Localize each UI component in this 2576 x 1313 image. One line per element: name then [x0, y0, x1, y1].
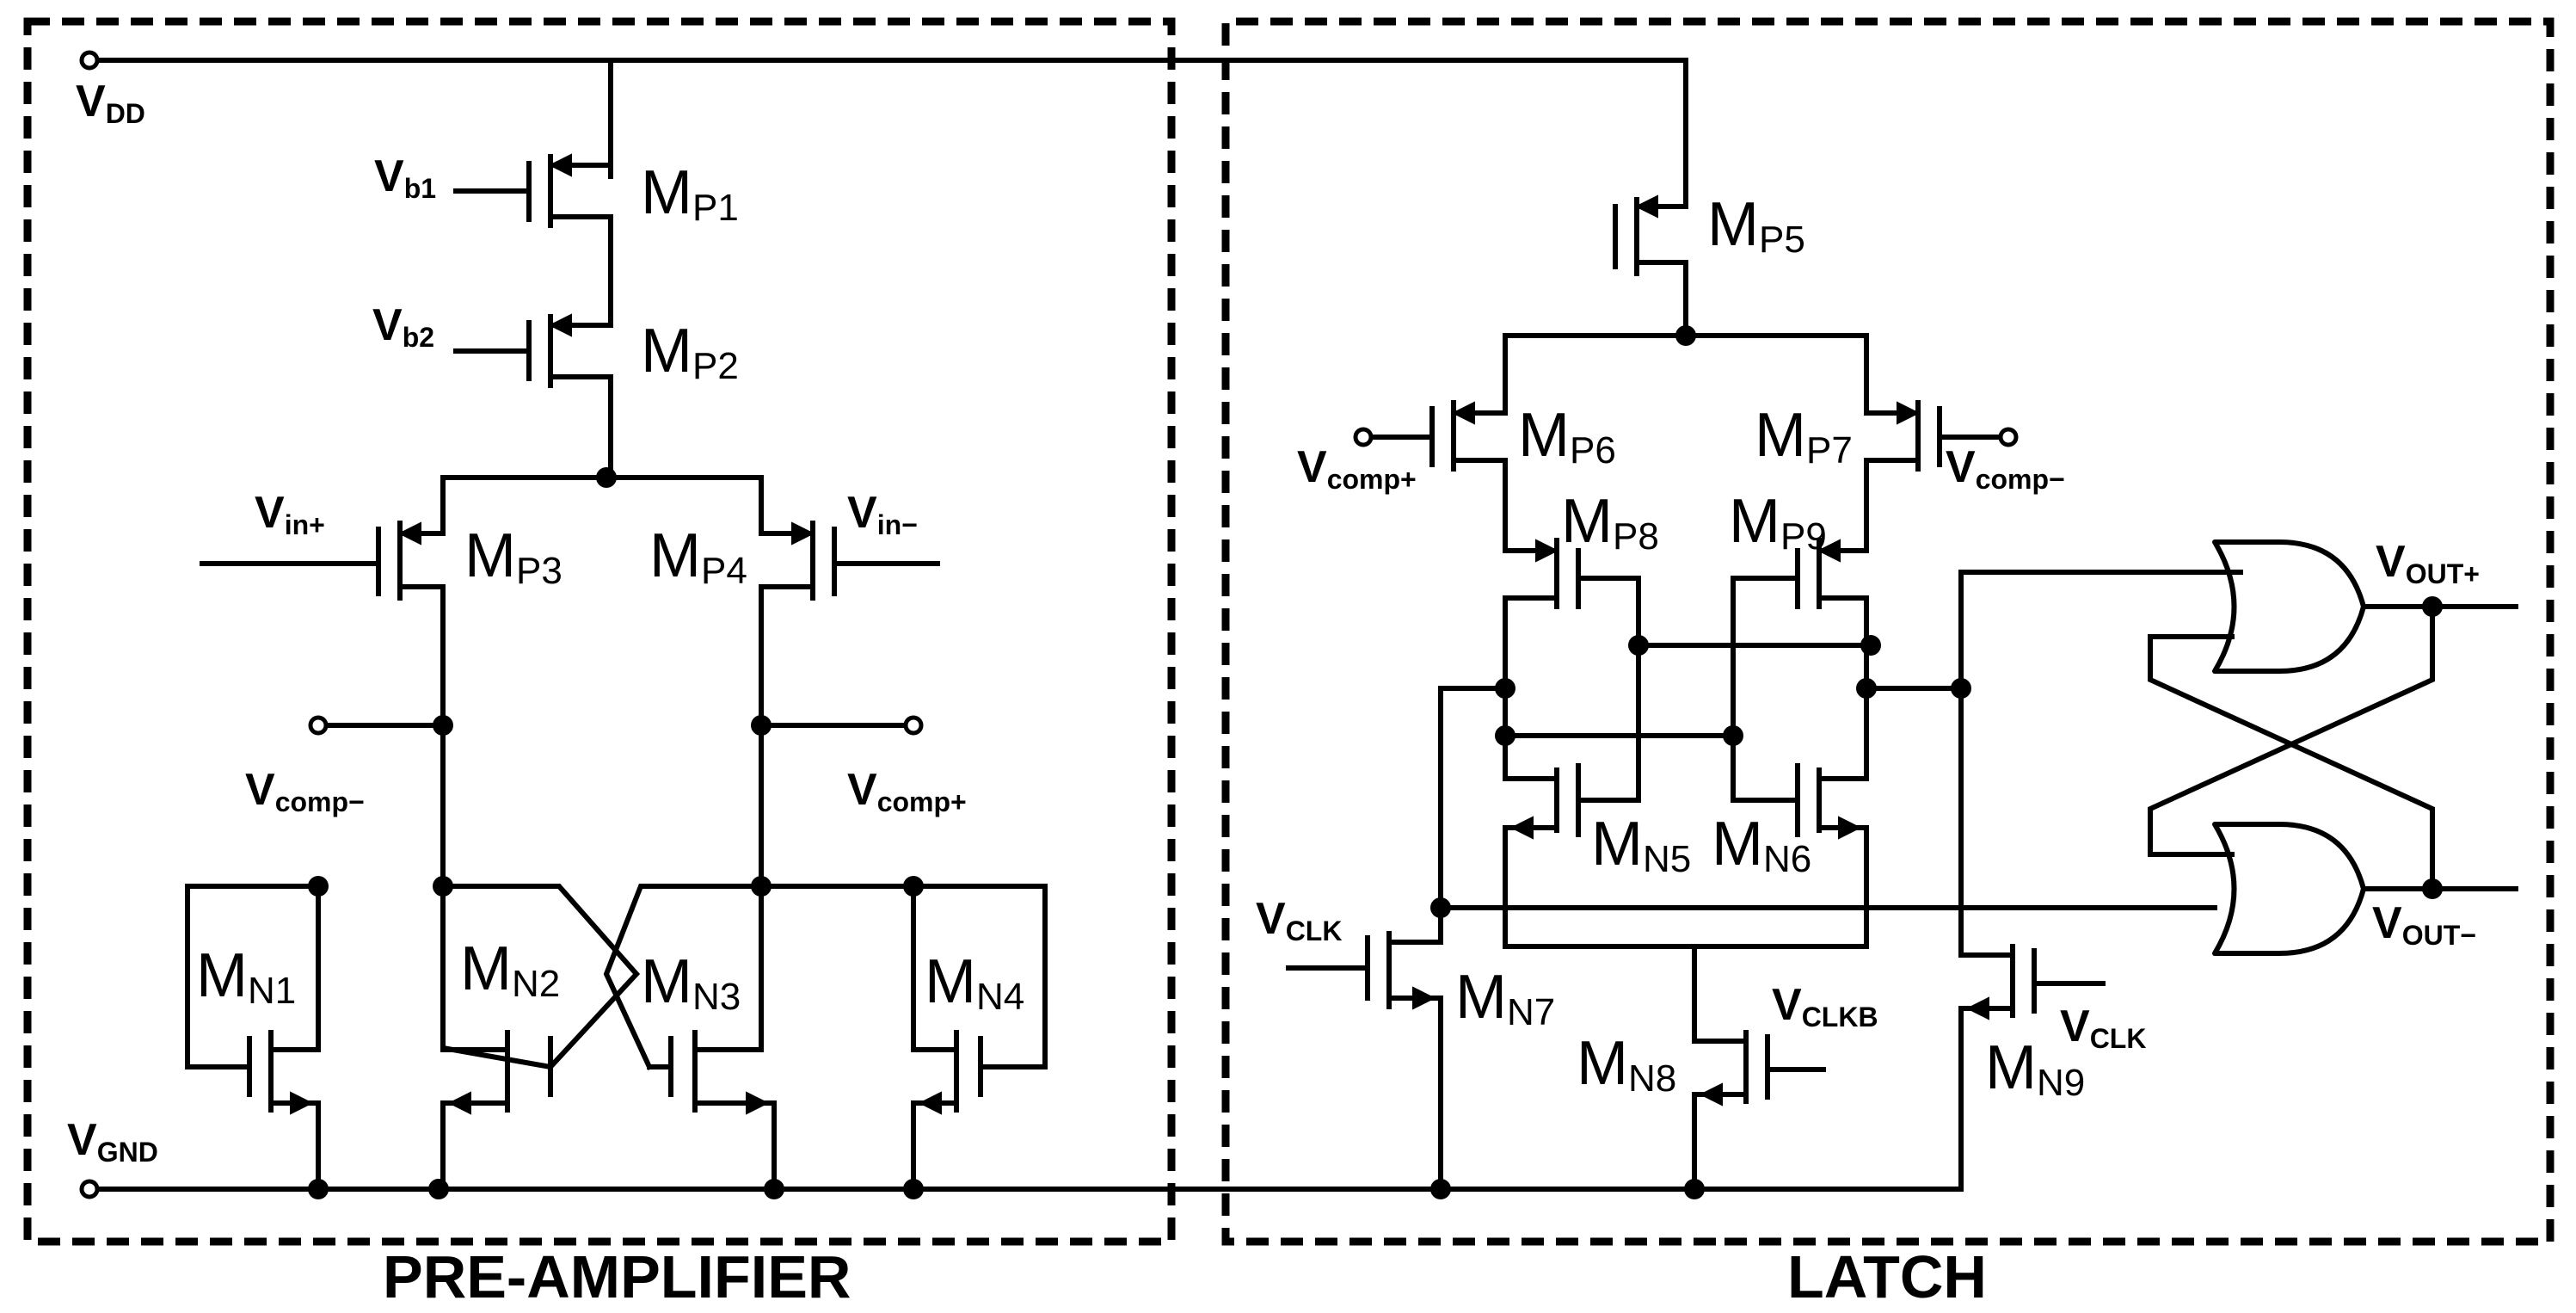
vdd-label: VDD — [76, 77, 145, 129]
vout-plus-node — [2422, 596, 2443, 617]
mn8-transistor — [1692, 944, 1826, 1192]
mn6-label: MN6 — [1712, 810, 1811, 880]
latch-node-e — [1951, 678, 1971, 699]
mp8-transistor — [1503, 538, 1641, 781]
mn7-transistor — [1286, 905, 1443, 1192]
gnd-node-5 — [1430, 1179, 1451, 1199]
mp7-label: MP7 — [1755, 401, 1853, 472]
vdd-pin — [79, 50, 100, 71]
vcomp-minus-pre-label: Vcomp− — [245, 765, 365, 817]
sr-feedback-wires — [2148, 604, 2518, 891]
latch-top-node — [1675, 325, 1696, 346]
vout-minus-label: VOUT− — [2372, 898, 2476, 951]
or-gate-bottom — [2212, 822, 2366, 956]
vb2-label: Vb2 — [372, 300, 434, 353]
vcomp-plus-pre-label: Vcomp+ — [847, 765, 967, 817]
vcomp-minus-pin — [308, 715, 329, 736]
pre-amplifier-box — [23, 17, 1176, 1246]
mn2-drain-node — [433, 876, 453, 897]
nmos-load-wires — [185, 884, 1048, 1071]
mn4-drain-node — [903, 876, 924, 897]
or-gate-top — [2212, 539, 2366, 674]
latch-box — [1221, 17, 2554, 1246]
latch-cross-wires — [1438, 570, 2243, 958]
mp9-label: MP9 — [1729, 487, 1827, 558]
pre-amplifier-title: PRE-AMPLIFIER — [383, 1243, 851, 1310]
mp1-transistor — [453, 153, 613, 299]
mn5-label: MN5 — [1591, 810, 1691, 880]
mp2-transistor — [453, 294, 613, 480]
mp2-label: MP2 — [641, 317, 739, 387]
vgnd-label: VGND — [67, 1115, 158, 1168]
mp6-gate-pin — [1353, 427, 1374, 447]
mn3-drain-node — [751, 876, 772, 897]
vcomp-plus-pin — [903, 715, 924, 736]
mp6-transistor — [1361, 333, 1559, 553]
latch-title: LATCH — [1787, 1243, 1987, 1310]
latch-node-c — [1495, 678, 1515, 699]
mp5-label: MP5 — [1707, 190, 1805, 261]
mn5-transistor — [1503, 643, 1641, 949]
latch-node-d — [1856, 678, 1877, 699]
mn9-transistor — [1958, 944, 2106, 1192]
vgnd-pin — [79, 1179, 100, 1199]
vout-minus-node — [2422, 878, 2443, 899]
vcomp-minus-node — [433, 715, 453, 736]
vcomp-plus-latch-label: Vcomp+ — [1297, 442, 1417, 495]
mn3-label: MN3 — [641, 947, 741, 1018]
mn6-transistor — [1731, 733, 1869, 949]
mn9-label: MN9 — [1985, 1033, 2085, 1104]
mp5-transistor — [1613, 194, 1688, 338]
mn1-drain-node — [308, 876, 329, 897]
mp3-transistor — [200, 475, 446, 889]
mp7-gate-pin — [1998, 427, 2019, 447]
gnd-node-6 — [1684, 1179, 1705, 1199]
vin-minus-label: Vin− — [847, 488, 918, 540]
mp4-transistor — [759, 475, 940, 889]
mp8-label: MP8 — [1561, 487, 1659, 558]
preamp-tail-node — [596, 467, 617, 488]
latch-node-b — [1860, 635, 1881, 656]
vdd-rail — [87, 58, 1688, 205]
vcomp-minus-latch-label: Vcomp− — [1946, 442, 2065, 495]
gnd-node-3 — [764, 1179, 784, 1199]
latch-node-f — [1495, 725, 1515, 746]
mp1-label: MP1 — [641, 158, 739, 229]
mn8-label: MN8 — [1577, 1029, 1676, 1100]
mp4-label: MP4 — [649, 521, 747, 592]
gnd-node-1 — [308, 1179, 329, 1199]
mn4-label: MN4 — [925, 947, 1024, 1018]
mp9-transistor — [1731, 538, 1869, 781]
gnd-node-4 — [903, 1179, 924, 1199]
mn3-transistor — [647, 1030, 777, 1192]
mp6-label: MP6 — [1518, 401, 1616, 472]
vin-plus-label: Vin+ — [255, 488, 325, 540]
mn2-transistor — [440, 1030, 553, 1192]
vcomp-plus-node — [751, 715, 772, 736]
gnd-node-2 — [428, 1179, 449, 1199]
mp3-label: MP3 — [464, 521, 563, 592]
vout-plus-label: VOUT+ — [2376, 537, 2480, 589]
vb1-label: Vb1 — [374, 151, 436, 204]
mn1-label: MN1 — [196, 941, 296, 1012]
vclk-left-label: VCLK — [1256, 894, 1342, 946]
mp7-transistor — [1817, 333, 2011, 553]
mn2-label: MN2 — [460, 934, 560, 1005]
vclkb-label: VCLKB — [1772, 980, 1878, 1033]
mn4-transistor — [911, 1030, 983, 1192]
vclk-right-label: VCLK — [2060, 1002, 2146, 1054]
mn1-transistor — [247, 1030, 321, 1192]
mn7-label: MN7 — [1455, 963, 1555, 1033]
